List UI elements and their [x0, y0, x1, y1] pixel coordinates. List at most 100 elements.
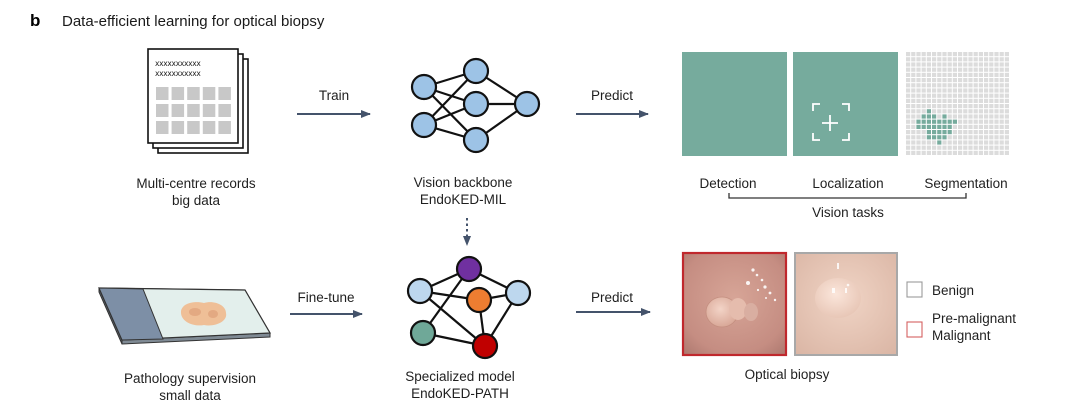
segmentation-grid-cell [911, 104, 916, 109]
record-text-line: xxxxxxxxxxx [155, 69, 201, 78]
segmentation-mask-cell [942, 124, 947, 129]
segmentation-grid-cell [999, 93, 1004, 98]
segmentation-grid-cell [916, 98, 921, 103]
segmentation-grid-cell [926, 88, 931, 93]
segmentation-grid-cell [942, 88, 947, 93]
segmentation-grid-cell [911, 52, 916, 57]
segmentation-grid-cell [963, 124, 968, 129]
segmentation-grid-cell [989, 57, 994, 62]
segmentation-grid-cell [926, 62, 931, 67]
segmentation-grid-cell [942, 83, 947, 88]
segmentation-grid-cell [911, 140, 916, 145]
segmentation-grid-cell [921, 98, 926, 103]
segmentation-grid-cell [952, 62, 957, 67]
segmentation-grid-cell [942, 52, 947, 57]
segmentation-grid-cell [911, 145, 916, 150]
segmentation-mask-cell [937, 135, 942, 140]
segmentation-grid-cell [968, 98, 973, 103]
segmentation-grid-cell [937, 114, 942, 119]
segmentation-grid-cell [978, 93, 983, 98]
segmentation-grid-cell [911, 67, 916, 72]
segmentation-grid-cell [911, 150, 916, 155]
segmentation-grid-cell [916, 140, 921, 145]
segmentation-grid-cell [926, 57, 931, 62]
segmentation-grid-cell [999, 150, 1004, 155]
record-cell [202, 104, 216, 117]
segmentation-grid-cell [921, 145, 926, 150]
segmentation-grid-cell [958, 57, 963, 62]
segmentation-grid-cell [968, 88, 973, 93]
segmentation-grid-cell [921, 83, 926, 88]
segmentation-grid-cell [994, 124, 999, 129]
segmentation-grid-cell [984, 98, 989, 103]
segmentation-grid-cell [989, 150, 994, 155]
segmentation-grid-cell [994, 67, 999, 72]
segmentation-grid-cell [942, 145, 947, 150]
segmentation-grid-cell [999, 130, 1004, 135]
segmentation-grid-cell [984, 140, 989, 145]
segmentation-grid-cell [906, 62, 911, 67]
legend-premalignant-label: Pre-malignant [932, 311, 1016, 326]
segmentation-grid-cell [932, 109, 937, 114]
segmentation-grid-cell [952, 150, 957, 155]
segmentation-grid-cell [916, 150, 921, 155]
segmentation-grid-cell [932, 62, 937, 67]
segmentation-grid-cell [947, 98, 952, 103]
segmentation-grid-cell [921, 140, 926, 145]
segmentation-grid-cell [942, 72, 947, 77]
segmentation-grid-cell [906, 124, 911, 129]
segmentation-grid-cell [911, 130, 916, 135]
segmentation-grid-cell [978, 124, 983, 129]
segmentation-mask-cell [926, 124, 931, 129]
segmentation-grid-cell [921, 130, 926, 135]
record-table-cells [156, 87, 231, 134]
segmentation-grid-cell [952, 88, 957, 93]
segmentation-mask-cell [942, 135, 947, 140]
segmentation-grid-cell [906, 119, 911, 124]
specialized-network-icon [406, 255, 532, 360]
segmentation-mask-cell [937, 119, 942, 124]
predict-arrow-label-bottom: Predict [591, 290, 633, 305]
segmentation-mask-cell [937, 124, 942, 129]
segmentation-grid-cell [952, 130, 957, 135]
segmentation-grid-cell [911, 124, 916, 129]
segmentation-grid-cell [984, 72, 989, 77]
segmentation-grid-cell [958, 88, 963, 93]
segmentation-grid-cell [906, 135, 911, 140]
segmentation-grid-cell [968, 104, 973, 109]
segmentation-grid-cell [1004, 93, 1009, 98]
segmentation-grid-cell [952, 78, 957, 83]
segmentation-grid-cell [973, 67, 978, 72]
segmentation-grid-cell [926, 150, 931, 155]
record-cell [156, 104, 169, 117]
segmentation-grid-cell [937, 62, 942, 67]
segmentation-grid-cell [958, 130, 963, 135]
segmentation-grid-cell [984, 130, 989, 135]
segmentation-grid-cell [906, 140, 911, 145]
segmentation-grid-cell [942, 150, 947, 155]
backbone-name: EndoKED-MIL [420, 192, 507, 207]
segmentation-grid-cell [926, 104, 931, 109]
network-node [410, 73, 438, 101]
segmentation-grid-cell [999, 78, 1004, 83]
segmentation-grid-cell [916, 88, 921, 93]
task-detection-label: Detection [699, 176, 756, 191]
segmentation-grid-cell [973, 140, 978, 145]
neural-network-icon [410, 57, 541, 154]
segmentation-grid-cell [932, 140, 937, 145]
segmentation-grid-cell [978, 114, 983, 119]
segmentation-grid-cell [952, 135, 957, 140]
segmentation-grid-cell [916, 130, 921, 135]
segmentation-grid-cell [947, 114, 952, 119]
segmentation-grid-cell [968, 67, 973, 72]
network-node [406, 277, 434, 305]
segmentation-mask-cell [926, 130, 931, 135]
panel-letter: b [30, 11, 40, 30]
segmentation-grid-cell [989, 104, 994, 109]
segmentation-grid-cell [952, 83, 957, 88]
segmentation-grid-cell [942, 78, 947, 83]
segmentation-grid-cell [926, 72, 931, 77]
segmentation-grid-cell [984, 52, 989, 57]
segmentation-grid-cell [958, 98, 963, 103]
segmentation-grid-cell [963, 78, 968, 83]
